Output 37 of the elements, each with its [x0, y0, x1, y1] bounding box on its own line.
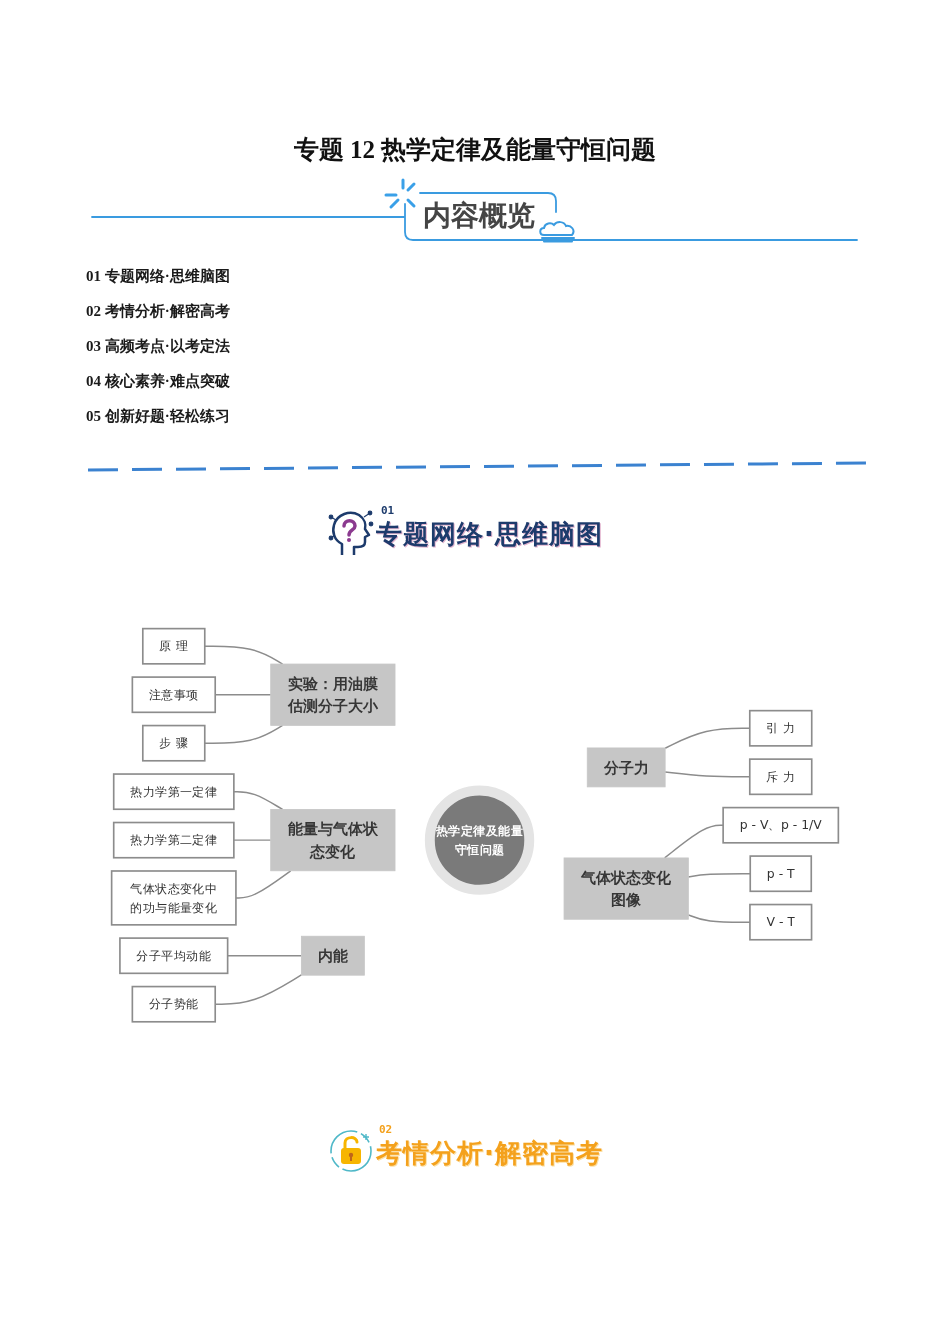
connector-line — [233, 839, 272, 841]
topic-box: 引 力 — [748, 709, 813, 747]
connector-line — [204, 724, 284, 744]
contents-item: 04 核心素养·难点突破 — [86, 372, 230, 391]
section-heading: 考情分析·解密高考 — [376, 1137, 603, 1169]
section-number: 01 — [381, 505, 395, 517]
contents-item: 01 专题网络·思维脑图 — [86, 267, 230, 286]
section-number: 02 — [379, 1124, 393, 1136]
connector-line — [663, 824, 724, 859]
connector-line — [235, 869, 292, 899]
branch-topic-box: 实验：用油膜估测分子大小 — [270, 663, 396, 726]
central-topic-circle: 热学定律及能量守恒问题 — [424, 785, 535, 895]
branch-topic-box: 分子力 — [586, 747, 666, 788]
banner-heading: 内容概览 — [423, 199, 535, 233]
topic-box: 斥 力 — [748, 758, 813, 795]
topic-box: 原 理 — [141, 627, 206, 665]
topic-box: 分子势能 — [131, 985, 217, 1023]
branch-topic-box: 能量与气体状态变化 — [270, 808, 396, 871]
branch-topic-box: 气体状态变化图像 — [563, 857, 689, 920]
topic-box: 注意事项 — [131, 676, 217, 713]
contents-item: 02 考情分析·解密高考 — [86, 302, 230, 321]
topic-box: p - V、p - 1/V — [722, 806, 840, 844]
connector-line — [687, 872, 751, 878]
connector-line — [233, 790, 284, 810]
connector-line — [204, 645, 284, 665]
topic-box: 步 骤 — [141, 724, 206, 762]
contents-item: 05 创新好题·轻松练习 — [86, 407, 230, 426]
contents-item: 03 高频考点·以考定法 — [86, 337, 230, 356]
topic-box: 热力学第一定律 — [112, 773, 235, 810]
topic-box: 热力学第二定律 — [112, 821, 235, 859]
branch-topic-box: 内能 — [300, 935, 365, 976]
topic-box: p - T — [749, 855, 813, 892]
topic-box: V - T — [749, 903, 813, 941]
topic-box: 分子平均动能 — [119, 937, 229, 974]
topic-box: 气体状态变化中的功与能量变化 — [110, 869, 237, 926]
section-heading: 专题网络·思维脑图 — [376, 518, 603, 550]
page-title: 专题 12 热学定律及能量守恒问题 — [293, 135, 657, 165]
